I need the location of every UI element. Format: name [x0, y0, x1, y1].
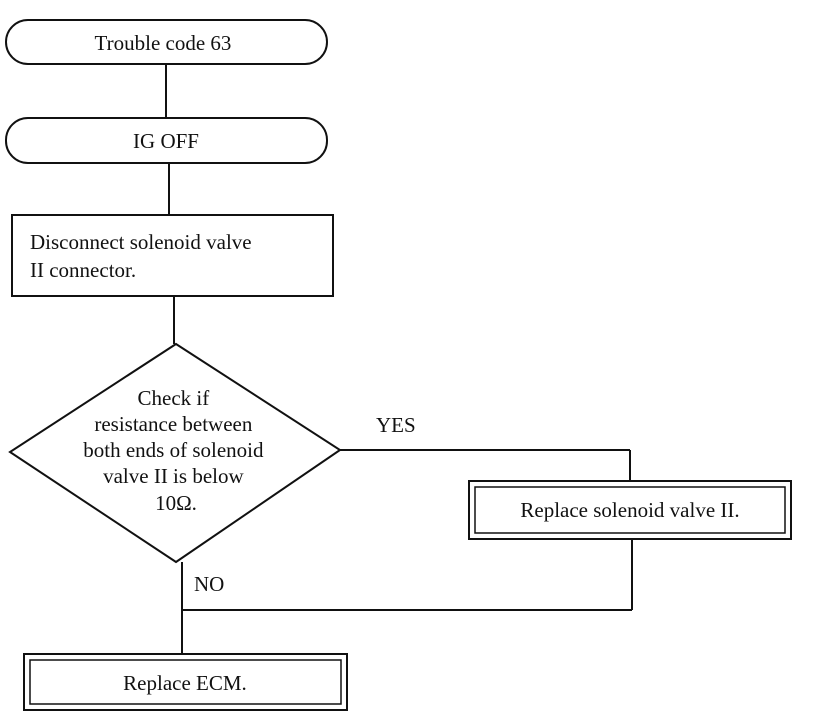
replace-ecm-text: Replace ECM. — [123, 671, 247, 695]
decision-diamond: Check if resistance between both ends of… — [8, 342, 342, 564]
decision-text-line-4: valve II is below — [103, 464, 244, 488]
disconnect-text-line-1: Disconnect solenoid valve — [30, 230, 252, 254]
replace-valve-text: Replace solenoid valve II. — [520, 498, 739, 522]
connector-lines — [165, 64, 633, 654]
decision-text-line-3: both ends of solenoid — [83, 438, 264, 462]
disconnect-process-box: Disconnect solenoid valve II connector. — [11, 214, 334, 297]
replace-valve-box: Replace solenoid valve II. — [468, 480, 792, 540]
start-terminator: Trouble code 63 — [5, 19, 328, 65]
decision-text-line-2: resistance between — [94, 412, 253, 436]
ig-off-terminator: IG OFF — [5, 117, 328, 164]
start-terminator-text: Trouble code 63 — [95, 31, 232, 55]
yes-branch-label: YES — [376, 413, 416, 437]
decision-text-line-1: Check if — [138, 386, 210, 410]
no-branch-label: NO — [194, 572, 224, 596]
ig-off-text: IG OFF — [133, 129, 199, 153]
disconnect-text-line-2: II connector. — [30, 258, 136, 282]
replace-ecm-box: Replace ECM. — [23, 653, 348, 711]
disconnect-text: Disconnect solenoid valve II connector. — [30, 230, 257, 282]
decision-text: Check if resistance between both ends of… — [83, 386, 268, 515]
decision-text-line-5: 10Ω. — [155, 491, 197, 515]
